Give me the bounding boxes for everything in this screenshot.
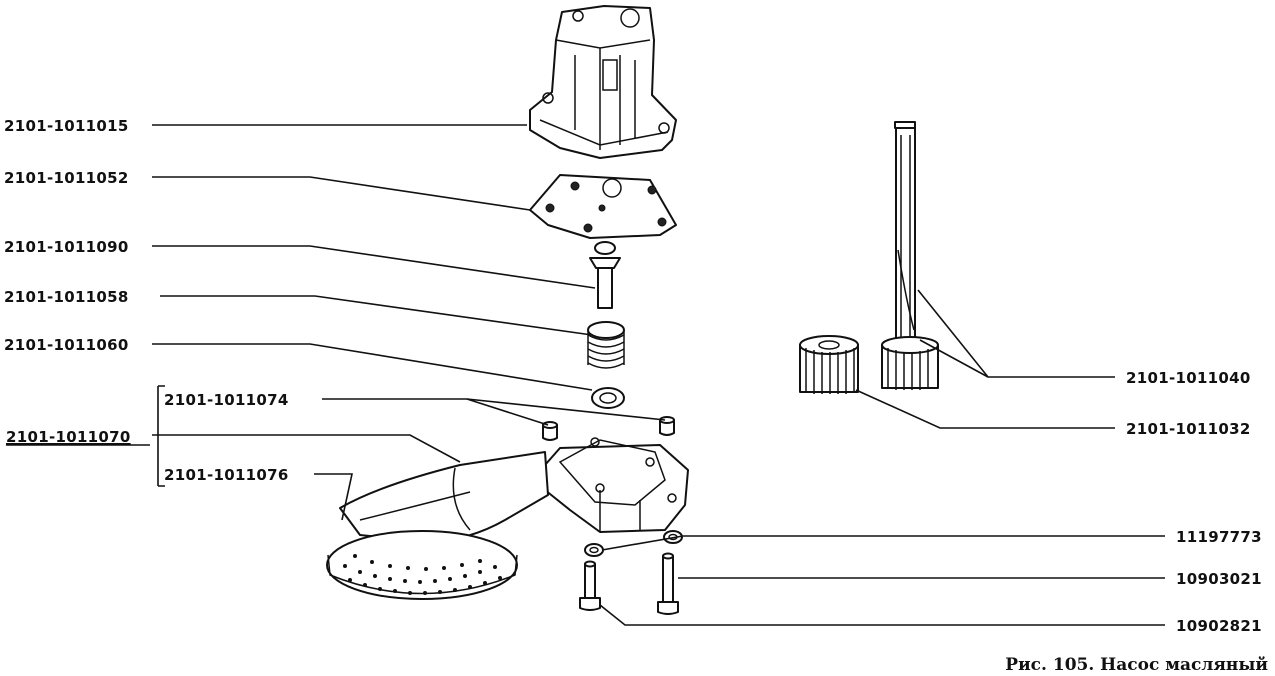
label-2101-1011058: 2101-1011058 — [4, 288, 129, 306]
figure-caption: Рис. 105. Насос масляный — [1005, 655, 1268, 675]
label-2101-1011015: 2101-1011015 — [4, 117, 129, 135]
dowel-pins — [542, 416, 675, 441]
label-2101-1011074: 2101-1011074 — [164, 391, 289, 409]
label-2101-1011060: 2101-1011060 — [4, 336, 129, 354]
oil-strainer — [326, 530, 518, 600]
drive-shaft-gear — [881, 121, 939, 390]
label-10903021: 10903021 — [1176, 570, 1262, 588]
label-2101-1011076: 2101-1011076 — [164, 466, 289, 484]
label-2101-1011090: 2101-1011090 — [4, 238, 129, 256]
label-10902821: 10902821 — [1176, 617, 1262, 635]
label-11197773: 11197773 — [1176, 528, 1262, 546]
pump-body — [544, 437, 689, 533]
o-rings — [584, 530, 683, 557]
pump-housing — [529, 5, 677, 159]
label-2101-1011032: 2101-1011032 — [1126, 420, 1251, 438]
bolts — [579, 552, 679, 615]
cover-plate — [529, 174, 677, 239]
pickup-pipe — [339, 451, 549, 543]
leader-lines — [152, 124, 1165, 626]
label-2101-1011052: 2101-1011052 — [4, 169, 129, 187]
label-2101-1011040: 2101-1011040 — [1126, 369, 1251, 387]
part-labels: 2101-1011015 2101-1011052 2101-1011090 2… — [4, 117, 1262, 635]
valve-spring — [587, 321, 625, 369]
driven-gear — [799, 335, 859, 394]
washer — [591, 387, 625, 409]
relief-valve — [589, 241, 621, 309]
label-2101-1011070: 2101-1011070 — [6, 428, 131, 446]
